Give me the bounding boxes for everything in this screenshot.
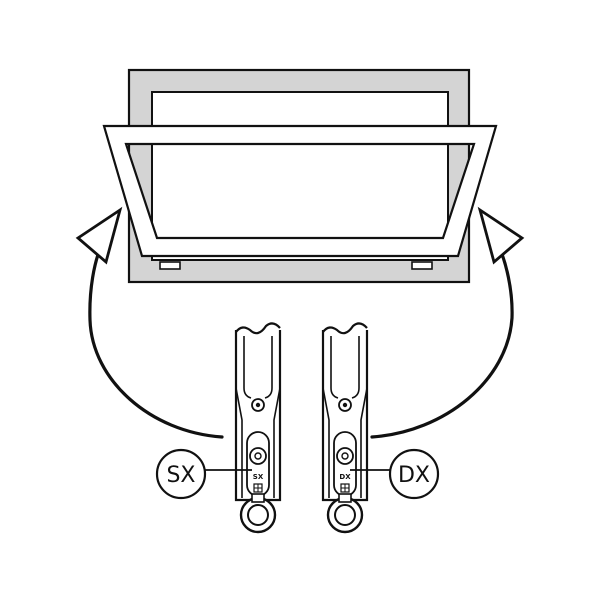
hinge-left-mark: SX (253, 473, 264, 481)
hinge-right: DX (321, 322, 369, 534)
callout-sx: SX (155, 448, 207, 500)
hinge-right-mark: DX (339, 473, 351, 481)
callout-dx: DX (388, 448, 440, 500)
rotate-arrow-right-icon (370, 206, 525, 439)
rotate-arrow-left-icon (75, 206, 224, 439)
window-sash-front (102, 124, 498, 258)
label-sx: SX (166, 463, 195, 488)
hinge-left: SX (234, 322, 282, 534)
label-dx: DX (398, 463, 430, 488)
